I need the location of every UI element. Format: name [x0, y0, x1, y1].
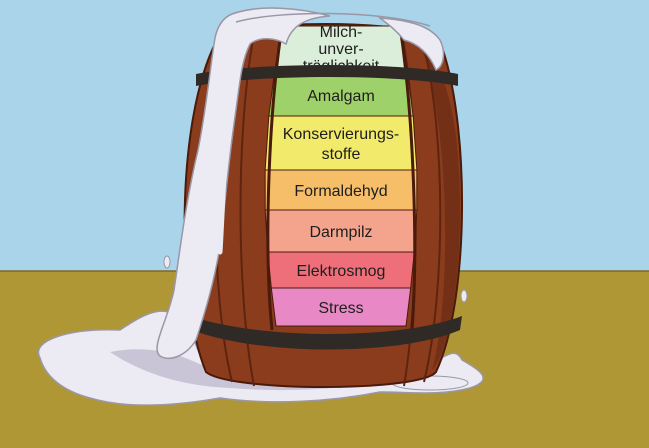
- layer-label-stress: Stress: [318, 300, 363, 317]
- layer-label-konservierungsstoffe: stoffe: [322, 146, 361, 163]
- layer-label-konservierungsstoffe: Konservierungs-: [283, 126, 400, 143]
- layer-label-darmpilz: Darmpilz: [309, 224, 372, 241]
- layer-label-milch: unver-: [318, 41, 363, 58]
- layer-label-formaldehyd: Formaldehyd: [294, 183, 387, 200]
- layer-label-milch: Milch-: [320, 24, 363, 41]
- layer-label-elektrosmog: Elektrosmog: [297, 263, 386, 280]
- liquid-drip: [211, 120, 214, 200]
- liquid-drop: [461, 290, 467, 302]
- liquid-drop: [164, 256, 170, 268]
- layer-label-amalgam: Amalgam: [307, 88, 375, 105]
